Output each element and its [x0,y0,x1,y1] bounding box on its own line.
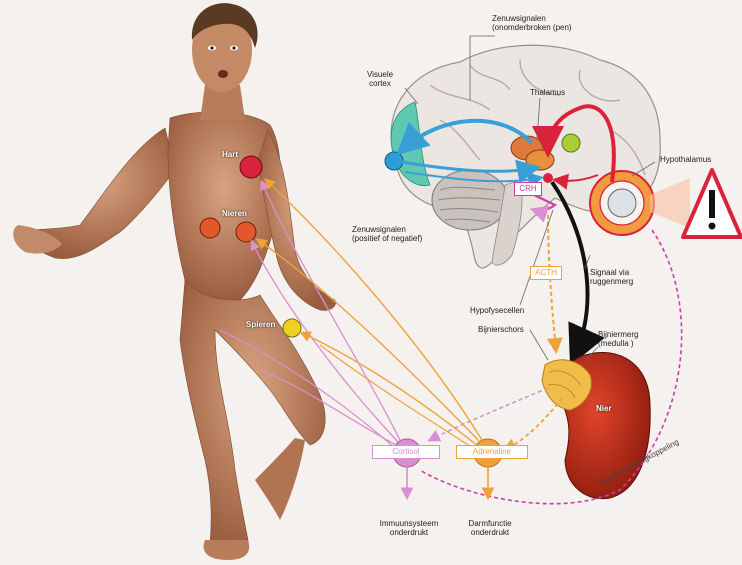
label-spieren: Spieren [246,320,275,329]
heart-marker [240,156,262,178]
label-hypothalamus: Hypothalamus [660,155,711,164]
label-visual-cortex: Visuele cortex [355,70,405,88]
human-figure [13,3,335,560]
label-zenuwsignalen-top: Zenuwsignalen (onomderbroken (pen) [492,14,582,32]
label-bijnierschors: Bijnierschors [478,325,524,334]
label-zenuwsignalen-mid: Zenuwsignalen (positief of negatief) [352,225,462,243]
label-hypofyse: Hypofysecellen [470,306,524,315]
label-hart: Hart [222,150,238,159]
label-immuunsysteem: Immuunsysteem onderdrukt [364,519,454,537]
eye [590,171,690,235]
crh-box: CRH [514,182,542,196]
label-signaal-ruggenmerg: Signaal via ruggenmerg [590,268,660,286]
adrenaline-box: Adrenaline [456,445,528,459]
kidney-right-marker [236,222,256,242]
kidney-left-marker [200,218,220,238]
label-darmfunctie: Darmfunctie onderdrukt [445,519,535,537]
label-nieren: Nieren [222,209,247,218]
visual-cortex-marker [385,152,403,170]
label-bijniermerg: Bijniermerg (medulla ) [598,330,668,348]
acth-box: ACTH [530,266,562,280]
muscle-marker [283,319,301,337]
label-thalamus: Thalamus [530,88,565,97]
label-nier: Nier [596,404,612,413]
exclamation-triangle-icon [683,170,741,237]
cortisol-box: Cortisol [372,445,440,459]
